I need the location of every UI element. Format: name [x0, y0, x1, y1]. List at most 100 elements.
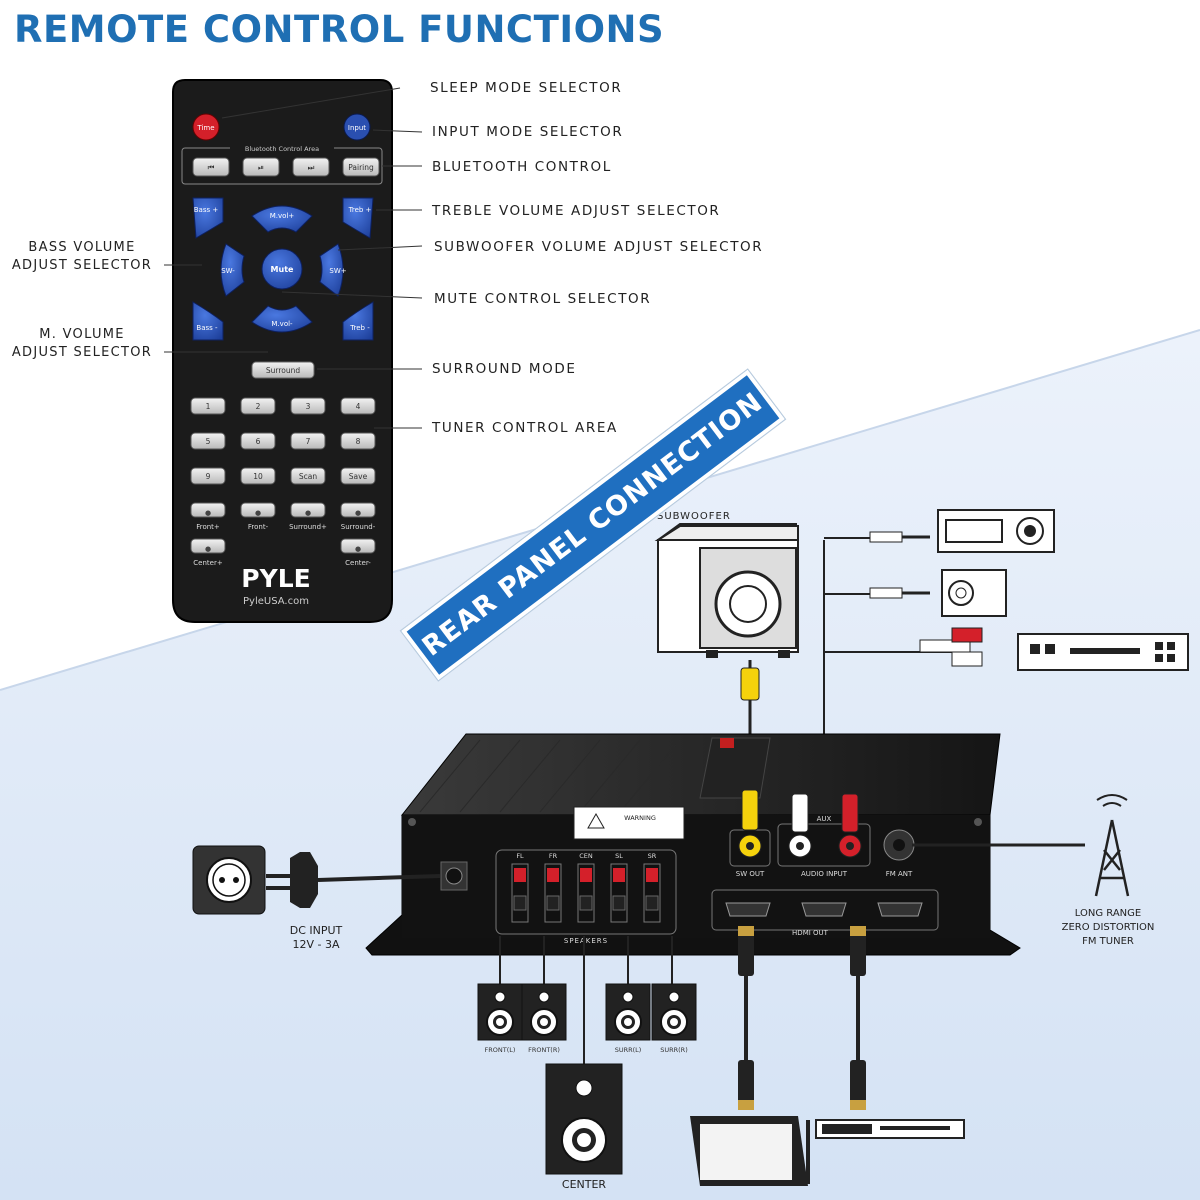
callout-mute: MUTE CONTROL SELECTOR — [434, 291, 652, 307]
surround-button-label: Surround — [266, 366, 300, 375]
keypad-key-label: 1 — [206, 402, 211, 411]
keypad-key-label: 2 — [256, 402, 261, 411]
warning-label: WARNING — [624, 814, 656, 822]
sw-minus-button[interactable] — [220, 243, 245, 297]
callout-bass-line1: BASS VOLUME — [28, 240, 136, 255]
callout-subwoofer: SUBWOOFER VOLUME ADJUST SELECTOR — [434, 239, 764, 255]
sw-plus-button[interactable] — [319, 243, 344, 297]
keypad-key-7[interactable] — [340, 432, 376, 450]
level-key-label: Front+ — [196, 523, 220, 531]
keypad-key-label: 5 — [206, 437, 211, 446]
keypad-key-9[interactable] — [240, 467, 276, 485]
mvol-up-button[interactable] — [251, 205, 313, 233]
fm-ant-label: FM ANT — [886, 870, 913, 878]
sw-plus-button-label: SW+ — [329, 267, 346, 275]
sw-minus-button-label: SW- — [221, 267, 235, 275]
keypad-key-5[interactable] — [240, 432, 276, 450]
speaker-channel-label: SR — [648, 852, 657, 860]
callout-mvol-line1: M. VOLUME — [39, 327, 125, 342]
keypad-key-11[interactable] — [340, 467, 376, 485]
speaker-name-label: SURR(R) — [660, 1046, 688, 1054]
mvol-up-button-label: M.vol+ — [270, 212, 295, 220]
level-key-0[interactable] — [190, 502, 226, 518]
fm-tuner-line1: LONG RANGE — [1075, 908, 1141, 919]
mute-button-label: Mute — [271, 265, 294, 274]
callout-input-mode: INPUT MODE SELECTOR — [432, 124, 624, 140]
subwoofer-label: SUBWOOFER — [657, 511, 731, 522]
keypad-key-label: 3 — [306, 402, 311, 411]
keypad-key-label: 8 — [356, 437, 361, 446]
svg-text:●: ● — [355, 509, 361, 517]
keypad-key-0[interactable] — [190, 397, 226, 415]
remote-control: Time Input Bluetooth Control Area ⏮⏯⏭Pai… — [172, 79, 393, 623]
callout-treble: TREBLE VOLUME ADJUST SELECTOR — [432, 203, 721, 219]
treb-minus-button[interactable] — [342, 301, 374, 341]
keypad-key-label: 6 — [256, 437, 261, 446]
keypad-key-1[interactable] — [240, 397, 276, 415]
callout-mvol-line2: ADJUST SELECTOR — [11, 345, 153, 360]
remote-website: PyleUSA.com — [243, 596, 309, 607]
svg-text:●: ● — [255, 509, 261, 517]
bass-minus-button[interactable] — [192, 301, 224, 341]
mute-button[interactable] — [261, 248, 303, 290]
level-key-2[interactable] — [290, 502, 326, 518]
media-player-illustration — [815, 1119, 965, 1139]
treb-plus-button-label: Treb + — [348, 206, 372, 214]
level-key-label: Front- — [248, 523, 269, 531]
mvol-down-button-label: M.vol- — [271, 320, 293, 328]
keypad-key-4[interactable] — [190, 432, 226, 450]
input-button[interactable] — [343, 113, 371, 141]
level-key-label: Surround+ — [289, 523, 327, 531]
center-key-0[interactable] — [190, 538, 226, 554]
remote-brand-logo: PYLE — [241, 564, 310, 593]
center-speaker — [545, 1063, 623, 1175]
subwoofer-illustration — [654, 523, 799, 658]
bt-key-label: ⏯ — [258, 163, 264, 172]
hdmi-label: HDMI OUT — [792, 929, 829, 937]
keypad-key-2[interactable] — [290, 397, 326, 415]
mvol-down-button[interactable] — [251, 305, 313, 333]
level-key-label: Surround- — [341, 523, 376, 531]
callout-mvol: M. VOLUME ADJUST SELECTOR — [4, 326, 160, 362]
callout-sleep-mode: SLEEP MODE SELECTOR — [430, 80, 623, 96]
bt-key-0[interactable] — [192, 157, 230, 177]
center-key-1[interactable] — [340, 538, 376, 554]
treb-minus-button-label: Treb - — [349, 324, 370, 332]
keypad-key-label: 9 — [206, 472, 211, 481]
keypad-key-6[interactable] — [290, 432, 326, 450]
keypad-key-3[interactable] — [340, 397, 376, 415]
bt-key-2[interactable] — [292, 157, 330, 177]
speaker-channel-label: CEN — [579, 852, 593, 860]
bt-key-3[interactable] — [342, 157, 380, 177]
speaker-name-label: FRONT(R) — [528, 1046, 560, 1054]
speaker-name-label: SURR(L) — [615, 1046, 642, 1054]
level-key-3[interactable] — [340, 502, 376, 518]
page-title: REMOTE CONTROL FUNCTIONS — [14, 8, 665, 51]
svg-text:●: ● — [205, 545, 211, 553]
keypad-key-label: 4 — [356, 402, 361, 411]
center-key-label: Center+ — [193, 559, 223, 567]
callout-bass-line2: ADJUST SELECTOR — [11, 258, 153, 273]
speaker-name-label: FRONT(L) — [485, 1046, 516, 1054]
bt-key-label: Pairing — [348, 163, 374, 172]
bt-key-label: ⏮ — [208, 163, 215, 172]
surround-button[interactable] — [251, 361, 315, 379]
dc-input-line2: 12V - 3A — [292, 938, 339, 951]
keypad-key-10[interactable] — [290, 467, 326, 485]
svg-text:●: ● — [305, 509, 311, 517]
callout-bluetooth: BLUETOOTH CONTROL — [432, 159, 612, 175]
bt-key-1[interactable] — [242, 157, 280, 177]
input-button-label: Input — [348, 124, 366, 132]
callout-bass: BASS VOLUME ADJUST SELECTOR — [4, 239, 160, 275]
sleep-button[interactable] — [192, 113, 220, 141]
callout-leaders — [164, 87, 423, 429]
speaker-channel-label: FR — [549, 852, 558, 860]
level-key-1[interactable] — [240, 502, 276, 518]
dc-power-plug — [192, 845, 441, 915]
treb-plus-button[interactable] — [342, 197, 374, 239]
keypad-key-8[interactable] — [190, 467, 226, 485]
antenna-tower-icon — [1094, 794, 1130, 897]
sleep-button-label: Time — [196, 124, 214, 132]
bass-plus-button[interactable] — [192, 197, 224, 239]
